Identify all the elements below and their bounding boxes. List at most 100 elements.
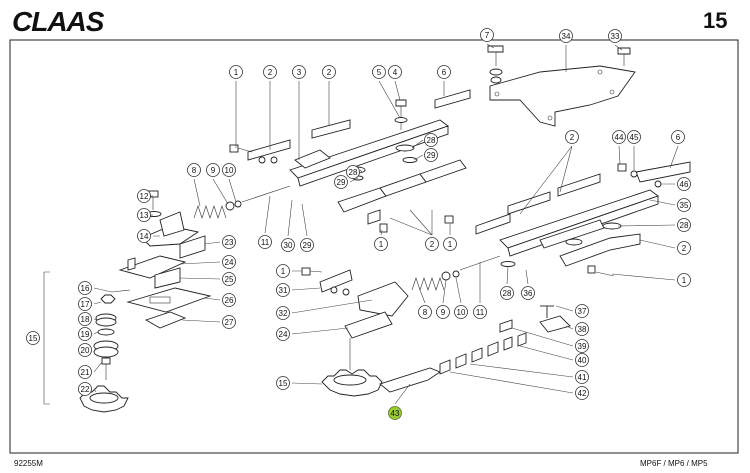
callout-label: 29: [337, 178, 346, 187]
callout-2[interactable]: 2: [565, 130, 579, 144]
callout-5[interactable]: 5: [372, 65, 386, 79]
callout-label: 8: [192, 166, 197, 175]
callout-7[interactable]: 7: [480, 28, 494, 42]
callout-13[interactable]: 13: [137, 208, 151, 222]
callout-circle: [575, 353, 589, 367]
callout-circle: [276, 264, 290, 278]
callout-15[interactable]: 15: [276, 376, 290, 390]
callout-35[interactable]: 35: [677, 198, 691, 212]
callout-14[interactable]: 14: [137, 229, 151, 243]
callout-11[interactable]: 11: [473, 305, 487, 319]
callout-1[interactable]: 1: [276, 264, 290, 278]
callout-29[interactable]: 29: [300, 238, 314, 252]
callout-9[interactable]: 9: [206, 163, 220, 177]
page-number: 15: [703, 8, 727, 33]
callout-24[interactable]: 24: [276, 327, 290, 341]
callout-28[interactable]: 28: [424, 133, 438, 147]
callout-45[interactable]: 45: [627, 130, 641, 144]
callout-10[interactable]: 10: [454, 305, 468, 319]
callout-2[interactable]: 2: [263, 65, 277, 79]
callout-22[interactable]: 22: [78, 382, 92, 396]
callout-circle: [521, 286, 535, 300]
callout-20[interactable]: 20: [78, 343, 92, 357]
callout-9[interactable]: 9: [436, 305, 450, 319]
callout-circle: [575, 304, 589, 318]
callout-6[interactable]: 6: [671, 130, 685, 144]
callout-41[interactable]: 41: [575, 370, 589, 384]
callout-40[interactable]: 40: [575, 353, 589, 367]
callout-label: 45: [630, 133, 639, 142]
callout-2[interactable]: 2: [677, 241, 691, 255]
callout-circle: [425, 237, 439, 251]
callout-29[interactable]: 29: [334, 175, 348, 189]
callout-1[interactable]: 1: [443, 237, 457, 251]
callout-31[interactable]: 31: [276, 283, 290, 297]
callout-25[interactable]: 25: [222, 272, 236, 286]
callout-2[interactable]: 2: [425, 237, 439, 251]
callout-28[interactable]: 28: [677, 218, 691, 232]
callout-label: 44: [615, 133, 624, 142]
callout-28[interactable]: 28: [500, 286, 514, 300]
callout-19[interactable]: 19: [78, 327, 92, 341]
brand-logo: CLAAS: [12, 6, 105, 37]
callout-circle: [229, 65, 243, 79]
callout-10[interactable]: 10: [222, 163, 236, 177]
callout-15[interactable]: 15: [26, 331, 40, 345]
callout-39[interactable]: 39: [575, 339, 589, 353]
callout-43-highlighted[interactable]: 43: [388, 406, 402, 420]
callout-circle: [263, 65, 277, 79]
callout-1[interactable]: 1: [229, 65, 243, 79]
callout-27[interactable]: 27: [222, 315, 236, 329]
callout-24[interactable]: 24: [222, 255, 236, 269]
callout-36[interactable]: 36: [521, 286, 535, 300]
callout-label: 37: [578, 307, 587, 316]
callout-11[interactable]: 11: [258, 235, 272, 249]
callout-21[interactable]: 21: [78, 365, 92, 379]
callout-label: 28: [349, 168, 358, 177]
callout-1[interactable]: 1: [677, 273, 691, 287]
callout-circle: [443, 237, 457, 251]
callout-2[interactable]: 2: [322, 65, 336, 79]
callout-label: 12: [140, 192, 149, 201]
callout-16[interactable]: 16: [78, 281, 92, 295]
callout-circle: [137, 189, 151, 203]
callout-circle: [575, 370, 589, 384]
callout-38[interactable]: 38: [575, 322, 589, 336]
callout-42[interactable]: 42: [575, 386, 589, 400]
callout-label: 3: [297, 68, 302, 77]
callout-circle: [473, 305, 487, 319]
callout-32[interactable]: 32: [276, 306, 290, 320]
callout-12[interactable]: 12: [137, 189, 151, 203]
callout-8[interactable]: 8: [418, 305, 432, 319]
callout-circle: [559, 29, 573, 43]
callout-30[interactable]: 30: [281, 238, 295, 252]
callout-28[interactable]: 28: [346, 165, 360, 179]
callout-3[interactable]: 3: [292, 65, 306, 79]
callout-8[interactable]: 8: [187, 163, 201, 177]
callout-6[interactable]: 6: [437, 65, 451, 79]
callout-17[interactable]: 17: [78, 297, 92, 311]
callout-label: 16: [81, 284, 90, 293]
callout-label: 28: [503, 289, 512, 298]
callout-23[interactable]: 23: [222, 235, 236, 249]
callout-circle: [500, 286, 514, 300]
callout-label: 18: [81, 315, 90, 324]
callout-label: 4: [393, 68, 398, 77]
callout-4[interactable]: 4: [388, 65, 402, 79]
callout-label: 26: [225, 296, 234, 305]
callout-circle: [276, 283, 290, 297]
callout-label: 1: [682, 276, 687, 285]
callout-26[interactable]: 26: [222, 293, 236, 307]
callout-33[interactable]: 33: [608, 29, 622, 43]
callout-label: 24: [279, 330, 288, 339]
callout-44[interactable]: 44: [612, 130, 626, 144]
callout-37[interactable]: 37: [575, 304, 589, 318]
callout-34[interactable]: 34: [559, 29, 573, 43]
callout-1[interactable]: 1: [374, 237, 388, 251]
callout-circle: [677, 241, 691, 255]
callout-29[interactable]: 29: [424, 148, 438, 162]
callout-18[interactable]: 18: [78, 312, 92, 326]
callout-circle: [627, 130, 641, 144]
callout-46[interactable]: 46: [677, 177, 691, 191]
